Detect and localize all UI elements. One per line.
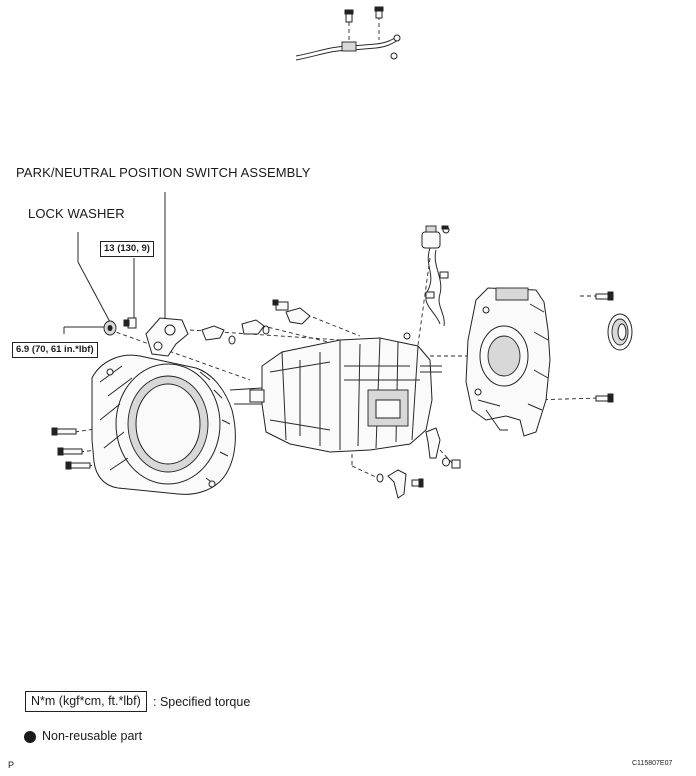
nut-torque-spec: 13 (130, 9): [100, 241, 154, 257]
extension-bolts: [595, 291, 614, 403]
non-reusable-dot-icon: [24, 731, 36, 743]
non-reusable-legend-text: Non-reusable part: [42, 729, 143, 743]
switch-assembly-label: PARK/NEUTRAL POSITION SWITCH ASSEMBLY: [16, 165, 311, 180]
lock-washer-label: LOCK WASHER: [28, 206, 125, 221]
torque-legend-box: N*m (kgf*cm, ft.*lbf): [25, 691, 147, 712]
figure-code: C115807E07: [632, 760, 673, 767]
transmission-case: [229, 337, 442, 453]
oil-seal: [607, 313, 633, 351]
park-neutral-switch-part: [145, 317, 189, 357]
washer-leader-line-b: [77, 261, 111, 323]
converter-housing: [91, 354, 236, 495]
manual-lever-parts: [376, 427, 461, 499]
housing-bolts: [51, 427, 91, 470]
speed-sensors: [201, 299, 311, 345]
extension-housing: [465, 287, 551, 437]
lock-washer-part: [103, 320, 117, 336]
solenoid-harness: [403, 225, 450, 340]
bolt-torque-spec: 6.9 (70, 61 in.*lbf): [12, 342, 98, 358]
torque-legend-text: : Specified torque: [153, 695, 251, 709]
switch-nut-part: [123, 317, 137, 329]
page-mark: P: [8, 760, 15, 770]
top-harness-assembly: [295, 6, 401, 61]
